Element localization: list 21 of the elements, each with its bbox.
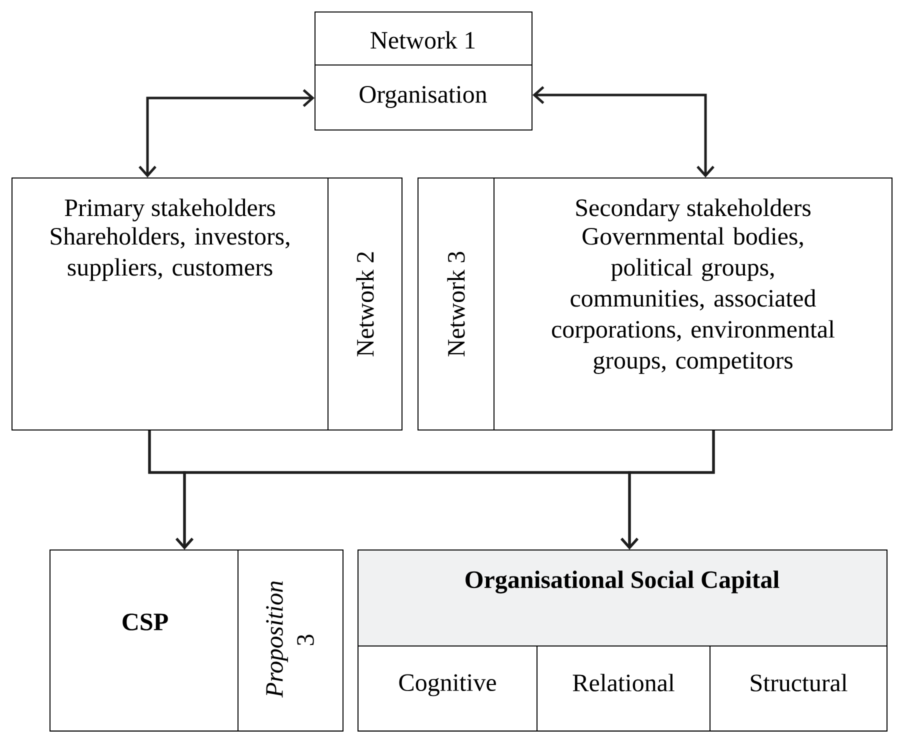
box-label: Organisation bbox=[360, 86, 487, 108]
table-box bbox=[418, 178, 892, 430]
rotated-label: Network 2 bbox=[356, 252, 374, 356]
table-cell: Relational bbox=[536, 646, 710, 732]
arrow bbox=[138, 89, 314, 178]
table-cell: Cognitive bbox=[358, 646, 538, 732]
arrow bbox=[532, 86, 714, 178]
table-box bbox=[50, 550, 344, 732]
box-text: Governmental bodies, political groups, communities, associated corporations, environmental groups, competitors bbox=[552, 227, 834, 374]
box-label: Network 1 bbox=[370, 31, 475, 49]
table-cell: Structural bbox=[710, 646, 888, 732]
box-text: Shareholders, investors, suppliers, customers bbox=[50, 227, 290, 281]
box-heading: CSP bbox=[122, 614, 168, 630]
box-heading: Secondary stakeholders bbox=[576, 198, 810, 222]
rotated-label: Proposition 3 bbox=[266, 581, 314, 698]
box-heading: Primary stakeholders bbox=[64, 198, 275, 222]
arrow bbox=[620, 430, 715, 550]
table-box bbox=[12, 178, 402, 430]
table-box bbox=[314, 12, 532, 130]
box-heading: Organisational Social Capital bbox=[466, 570, 780, 594]
rotated-label: Network 3 bbox=[447, 252, 465, 356]
